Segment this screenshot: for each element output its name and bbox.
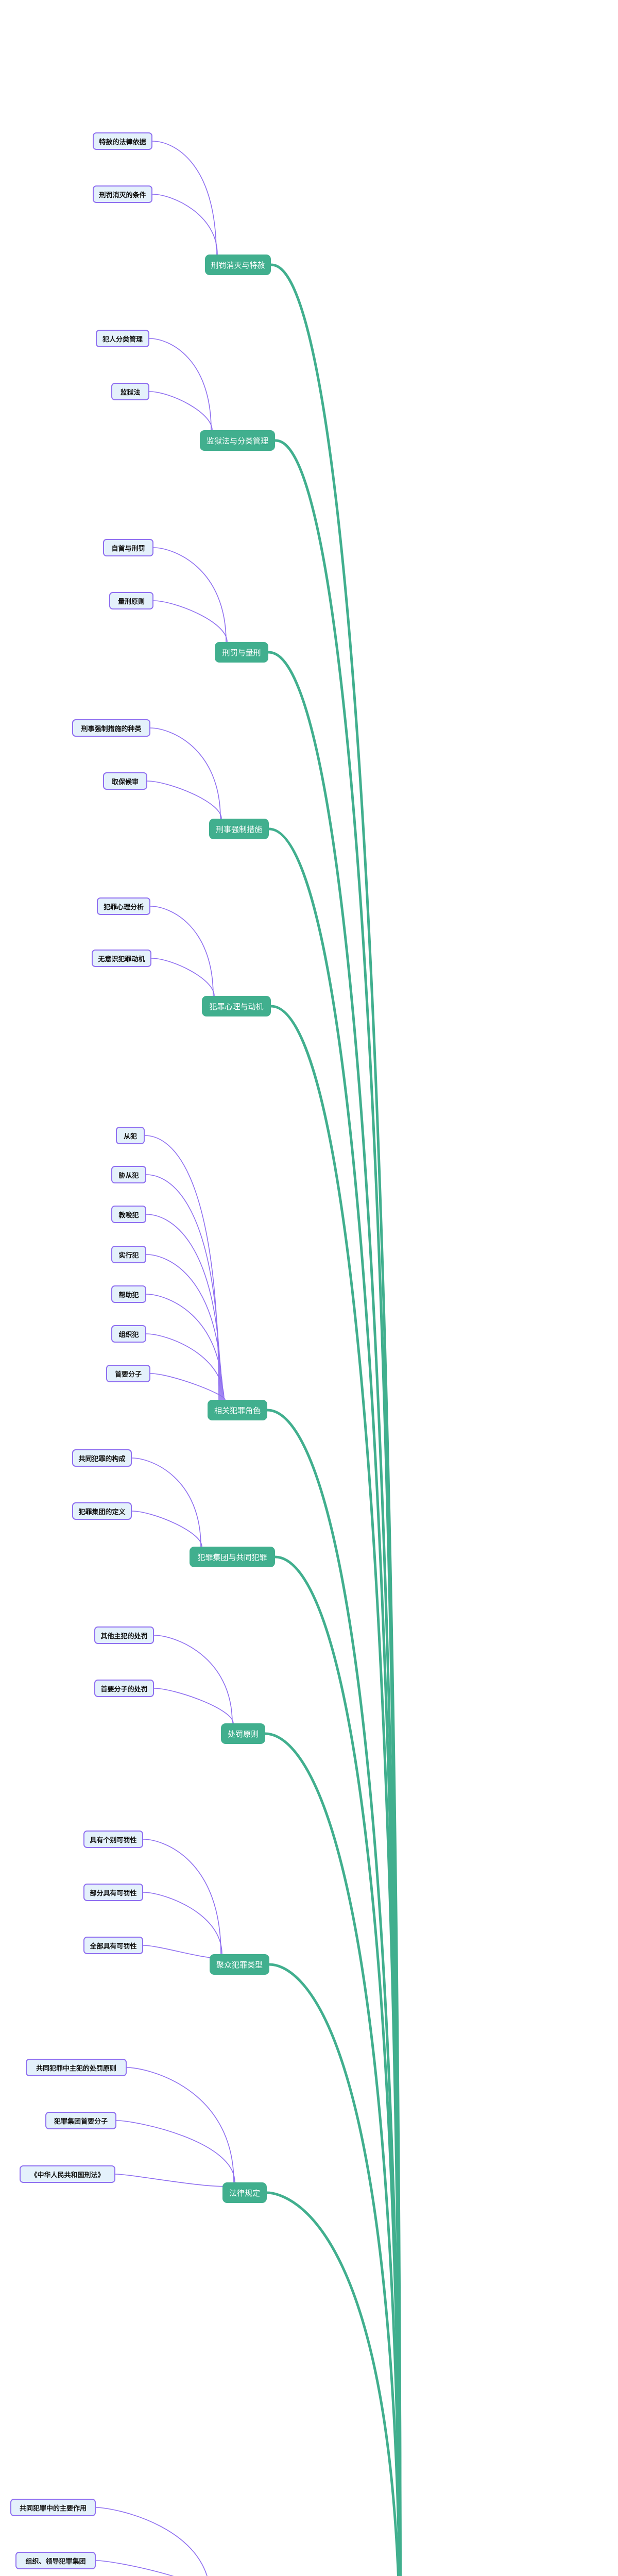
leaf-node-8-1[interactable]: 其他主犯的处罚 bbox=[94, 1626, 154, 1644]
branch-node-9[interactable]: 聚众犯罪类型 bbox=[210, 1954, 269, 1975]
leaf-node-9-1[interactable]: 具有个别可罚性 bbox=[83, 1831, 143, 1848]
branch-node-3[interactable]: 刑罚与量刑 bbox=[215, 642, 268, 663]
leaf-node-6-7[interactable]: 首要分子 bbox=[106, 1365, 150, 1382]
leaf-node-10-3[interactable]: 《中华人民共和国刑法》 bbox=[20, 2165, 115, 2183]
leaf-node-8-2[interactable]: 首要分子的处罚 bbox=[94, 1680, 154, 1697]
leaf-node-1-1[interactable]: 特赦的法律依据 bbox=[93, 132, 152, 150]
branch-node-10[interactable]: 法律规定 bbox=[222, 2182, 267, 2203]
leaf-node-6-6[interactable]: 组织犯 bbox=[111, 1325, 146, 1343]
leaf-node-7-2[interactable]: 犯罪集团的定义 bbox=[72, 1502, 132, 1520]
leaf-node-10-2[interactable]: 犯罪集团首要分子 bbox=[45, 2112, 116, 2129]
leaf-node-3-1[interactable]: 自首与刑罚 bbox=[103, 539, 153, 556]
leaf-node-6-1[interactable]: 从犯 bbox=[116, 1127, 145, 1144]
branch-node-8[interactable]: 处罚原则 bbox=[221, 1723, 265, 1744]
leaf-node-5-2[interactable]: 无意识犯罪动机 bbox=[92, 950, 151, 967]
branch-node-6[interactable]: 相关犯罪角色 bbox=[208, 1400, 267, 1420]
leaf-node-6-2[interactable]: 胁从犯 bbox=[111, 1166, 146, 1183]
branch-node-1[interactable]: 刑罚消灭与特赦 bbox=[205, 255, 271, 275]
leaf-node-4-1[interactable]: 刑事强制措施的种类 bbox=[72, 719, 150, 737]
leaf-node-2-2[interactable]: 监狱法 bbox=[111, 383, 149, 400]
leaf-node-6-3[interactable]: 教唆犯 bbox=[111, 1206, 146, 1223]
leaf-node-11-2[interactable]: 组织、领导犯罪集团 bbox=[15, 2552, 96, 2569]
leaf-node-9-2[interactable]: 部分具有可罚性 bbox=[83, 1884, 143, 1901]
leaf-node-2-1[interactable]: 犯人分类管理 bbox=[96, 330, 149, 347]
leaf-node-7-1[interactable]: 共同犯罪的构成 bbox=[72, 1449, 132, 1467]
leaf-node-10-1[interactable]: 共同犯罪中主犯的处罚原则 bbox=[26, 2059, 127, 2076]
branch-node-2[interactable]: 监狱法与分类管理 bbox=[200, 430, 275, 451]
leaf-node-1-2[interactable]: 刑罚消灭的条件 bbox=[93, 185, 152, 203]
leaf-node-11-1[interactable]: 共同犯罪中的主要作用 bbox=[10, 2499, 96, 2516]
leaf-node-6-5[interactable]: 帮助犯 bbox=[111, 1285, 146, 1303]
branch-node-7[interactable]: 犯罪集团与共同犯罪 bbox=[190, 1547, 275, 1567]
leaf-node-3-2[interactable]: 量刑原则 bbox=[109, 592, 153, 609]
leaf-node-9-3[interactable]: 全部具有可罚性 bbox=[83, 1937, 143, 1954]
leaf-node-5-1[interactable]: 犯罪心理分析 bbox=[97, 897, 150, 915]
branch-node-5[interactable]: 犯罪心理与动机 bbox=[202, 996, 271, 1016]
leaf-node-6-4[interactable]: 实行犯 bbox=[111, 1246, 146, 1263]
leaf-node-4-2[interactable]: 取保候审 bbox=[103, 772, 147, 790]
branch-node-4[interactable]: 刑事强制措施 bbox=[209, 819, 269, 839]
